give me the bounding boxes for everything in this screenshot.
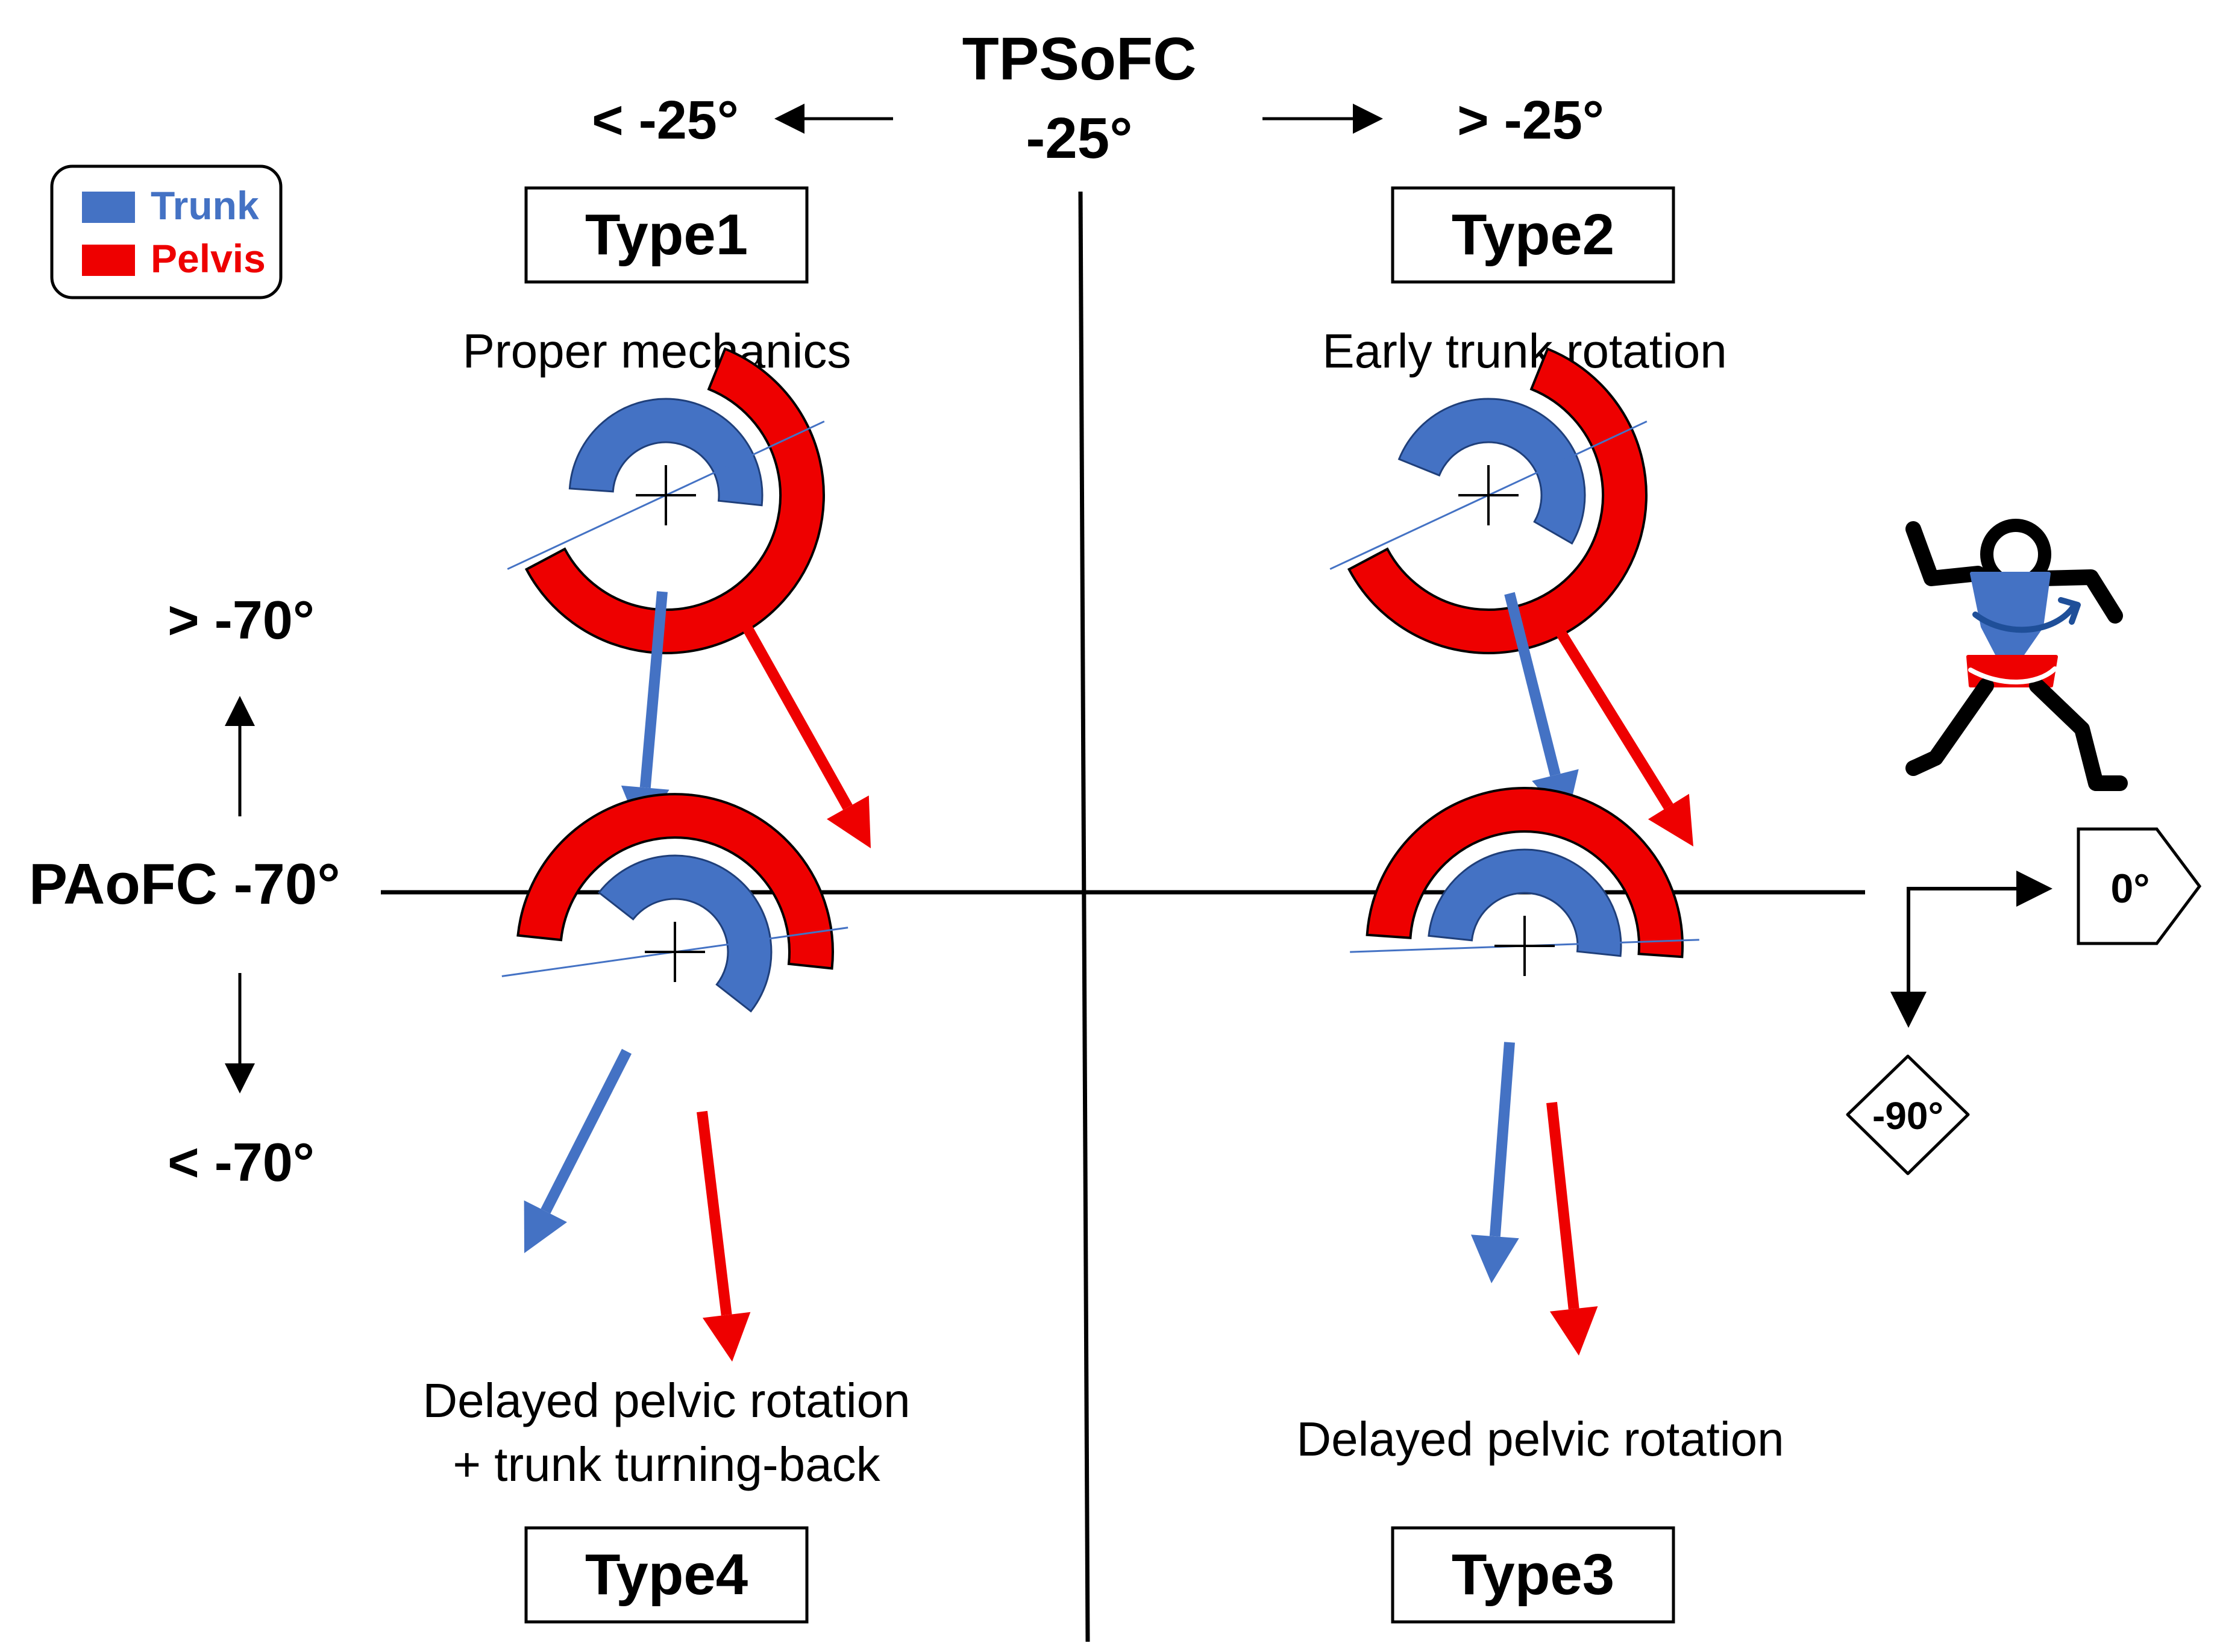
minus90-diamond <box>1846 1054 1970 1175</box>
type3-trunk-arrow-head <box>1470 1234 1519 1283</box>
orientation-reference: 0° -90° <box>1846 827 2202 1175</box>
type3-trunk-arrow-shaft <box>1489 1042 1515 1237</box>
type4-description-line1: Delayed pelvic rotation <box>422 1374 910 1427</box>
type4-box: Type4 <box>524 1526 809 1624</box>
type3-label: Type3 <box>1452 1542 1614 1607</box>
type2-label: Type2 <box>1452 202 1614 267</box>
type2-pelvis-arrow-head <box>1648 793 1693 846</box>
vertical-axis-left-value: < -25° <box>592 90 739 151</box>
type1-description: Proper mechanics <box>463 324 851 378</box>
type1-box: Type1 <box>524 186 809 284</box>
type1-pelvis-ring <box>524 347 825 654</box>
vertical-axis-center-value: -25° <box>1026 106 1132 171</box>
type4-pelvis-arrow-shaft <box>697 1110 732 1316</box>
type4-pelvis-ring <box>516 793 834 970</box>
vertical-axis-title: TPSoFC <box>962 25 1197 93</box>
type4-trunk-ring <box>597 854 773 1013</box>
type1-rotation-glyph <box>507 347 871 848</box>
type2-box: Type2 <box>1391 186 1675 284</box>
horizontal-axis-title: PAoFC -70° <box>29 852 340 916</box>
type4-trunk-arrow-head <box>524 1200 567 1253</box>
type4-trunk-arrow-shaft <box>541 1048 632 1214</box>
type3-description: Delayed pelvic rotation <box>1296 1412 1784 1466</box>
type2-description: Early trunk rotation <box>1322 324 1726 378</box>
type1-pelvis-arrow-head <box>826 795 871 848</box>
type3-box: Type3 <box>1391 1526 1675 1624</box>
type4-pelvis-arrow-head <box>702 1312 751 1362</box>
type4-label: Type4 <box>585 1542 748 1607</box>
type2-pelvis-ring <box>1347 347 1648 654</box>
type1-trunk-ring <box>568 398 764 507</box>
type3-trunk-ring <box>1429 849 1621 956</box>
type3-pelvis-arrow-shaft <box>1546 1102 1579 1310</box>
type1-pelvis-arrow-shaft <box>742 625 853 810</box>
type3-pelvis-ring <box>1366 787 1684 959</box>
vertical-axis <box>1078 191 1090 1642</box>
legend-trunk-label: Trunk <box>151 183 259 228</box>
vertical-axis-right-value: > -25° <box>1457 90 1604 151</box>
legend-trunk-swatch <box>82 192 135 223</box>
legend-pelvis-swatch <box>82 245 135 276</box>
minus90-label: -90° <box>1872 1094 1943 1137</box>
type3-rotation-glyph <box>1350 787 1699 1356</box>
legend: Trunk Pelvis <box>50 164 283 299</box>
type4-description-line2: + trunk turning-back <box>453 1438 880 1491</box>
type1-label: Type1 <box>585 202 748 267</box>
zero-degree-pentagon <box>2077 827 2202 945</box>
type4-rotation-glyph <box>501 793 848 1362</box>
horizontal-axis-upper-value: > -70° <box>168 590 315 651</box>
type1-trunk-arrow-shaft <box>639 591 668 789</box>
pitcher-figure-icon <box>1905 519 2128 791</box>
type2-trunk-arrow-shaft <box>1504 592 1561 777</box>
type3-pelvis-arrow-head <box>1549 1306 1598 1356</box>
legend-pelvis-label: Pelvis <box>151 236 266 281</box>
type2-rotation-glyph <box>1329 347 1693 846</box>
zero-degree-label: 0° <box>2110 866 2150 912</box>
type2-trunk-ring <box>1397 398 1586 545</box>
rotation-arrow-icon <box>1972 604 2076 633</box>
type2-pelvis-arrow-shaft <box>1553 625 1673 810</box>
horizontal-axis-lower-value: < -70° <box>168 1133 315 1193</box>
